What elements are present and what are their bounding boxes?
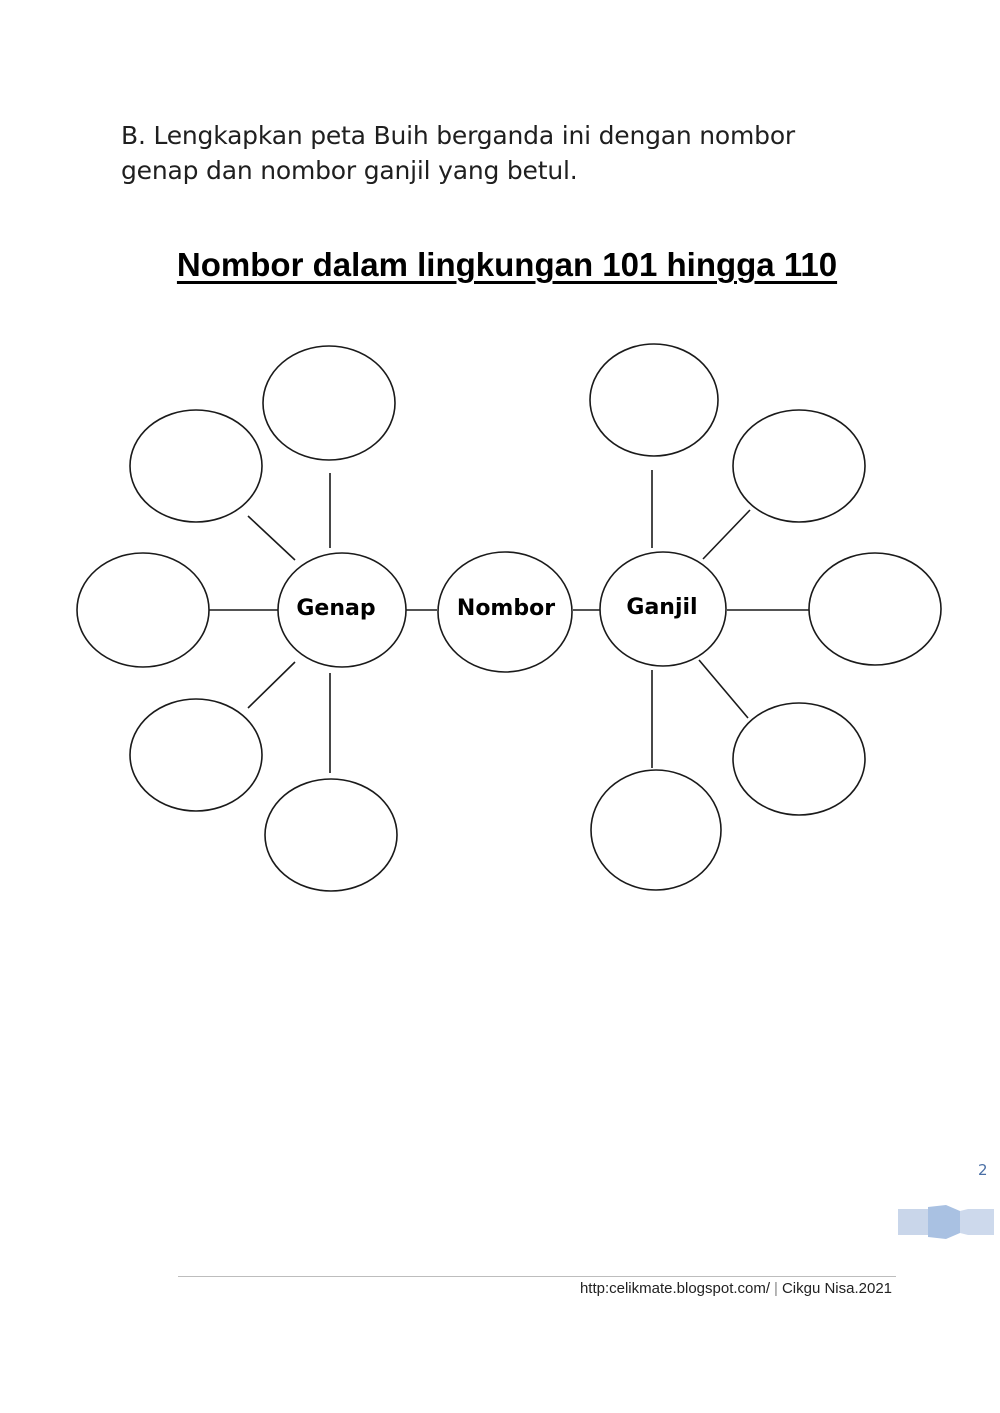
worksheet-title-text: Nombor dalam lingkungan 101 hingga 110 [176,246,838,283]
bubble-genap [277,552,407,668]
link-ganjil-lower-right [698,659,749,719]
genap-label: Genap [296,596,376,621]
ganjil-label: Ganjil [626,595,698,620]
link-ganjil-upper-right [702,509,751,560]
genap-answer-bubble-1[interactable] [262,345,396,461]
footer-divider [178,1276,896,1277]
connector-lines [209,470,810,773]
instruction-line-2: genap dan nombor ganjil yang betul. [121,156,578,185]
link-genap-lower-left [247,661,296,709]
genap-answer-bubble-2[interactable] [129,409,263,523]
genap-answer-bubble-3[interactable] [76,552,210,668]
nombor-label: Nombor [456,596,556,621]
ganjil-answer-bubble-5[interactable] [590,769,722,891]
page-tab-decoration-icon [898,1205,994,1239]
ganjil-answer-bubble-1[interactable] [589,343,719,457]
ganjil-answer-bubble-4[interactable] [732,702,866,816]
footer-url[interactable]: http:celikmate.blogspot.com/ [579,1280,771,1297]
bubble-nombor [437,551,573,673]
genap-answer-bubble-4[interactable] [129,698,263,812]
worksheet-title: Nombor dalam lingkungan 101 hingga 110 [0,246,1000,284]
footer: http:celikmate.blogspot.com/|Cikgu Nisa.… [580,1280,892,1297]
ganjil-answer-bubble-2[interactable] [732,409,866,523]
footer-credit: Cikgu Nisa.2021 [781,1280,892,1297]
page-number: 2 [978,1161,988,1179]
link-genap-upper-left [247,515,296,561]
ganjil-answer-bubble-3[interactable] [808,552,942,666]
instruction-text: B. Lengkapkan peta Buih berganda ini den… [121,118,881,188]
genap-answer-bubble-5[interactable] [264,778,398,892]
footer-separator: | [774,1280,778,1297]
bubble-ganjil [599,551,727,667]
instruction-line-1: B. Lengkapkan peta Buih berganda ini den… [121,121,796,150]
